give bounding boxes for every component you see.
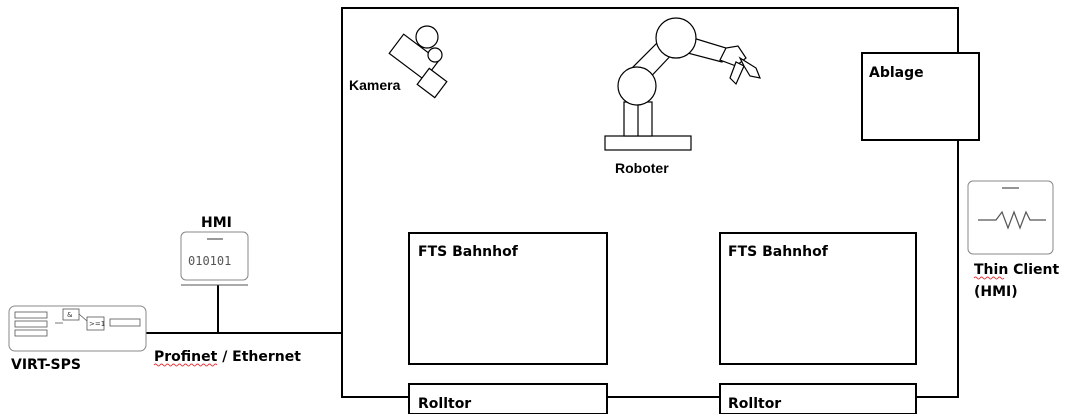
thin-client-icon <box>968 181 1053 254</box>
rolltor-left-label: Rolltor <box>418 396 471 412</box>
hmi-label: HMI <box>201 215 232 231</box>
hmi-panel-icon: 010101 <box>181 232 248 285</box>
camera-label: Kamera <box>349 77 401 93</box>
robot-label: Roboter <box>615 160 669 176</box>
thin-client-label-line1: Thin Client <box>974 262 1059 278</box>
robot-arm-icon <box>605 18 760 150</box>
storage-label: Ablage <box>869 65 924 81</box>
fts-station-right-label: FTS Bahnhof <box>728 244 829 260</box>
rolltor-right-label: Rolltor <box>728 396 781 412</box>
thin-client-label-line2: (HMI) <box>974 284 1018 300</box>
fts-station-left-label: FTS Bahnhof <box>418 244 519 260</box>
plc-gate-or: >=1 <box>89 320 105 328</box>
plc-gate-and: & <box>67 311 73 319</box>
plc-label: VIRT-SPS <box>11 357 81 373</box>
network-label: Profinet / Ethernet <box>154 349 301 365</box>
plc-device-icon: & >=1 <box>9 306 146 351</box>
hmi-screen-text: 010101 <box>188 254 231 268</box>
